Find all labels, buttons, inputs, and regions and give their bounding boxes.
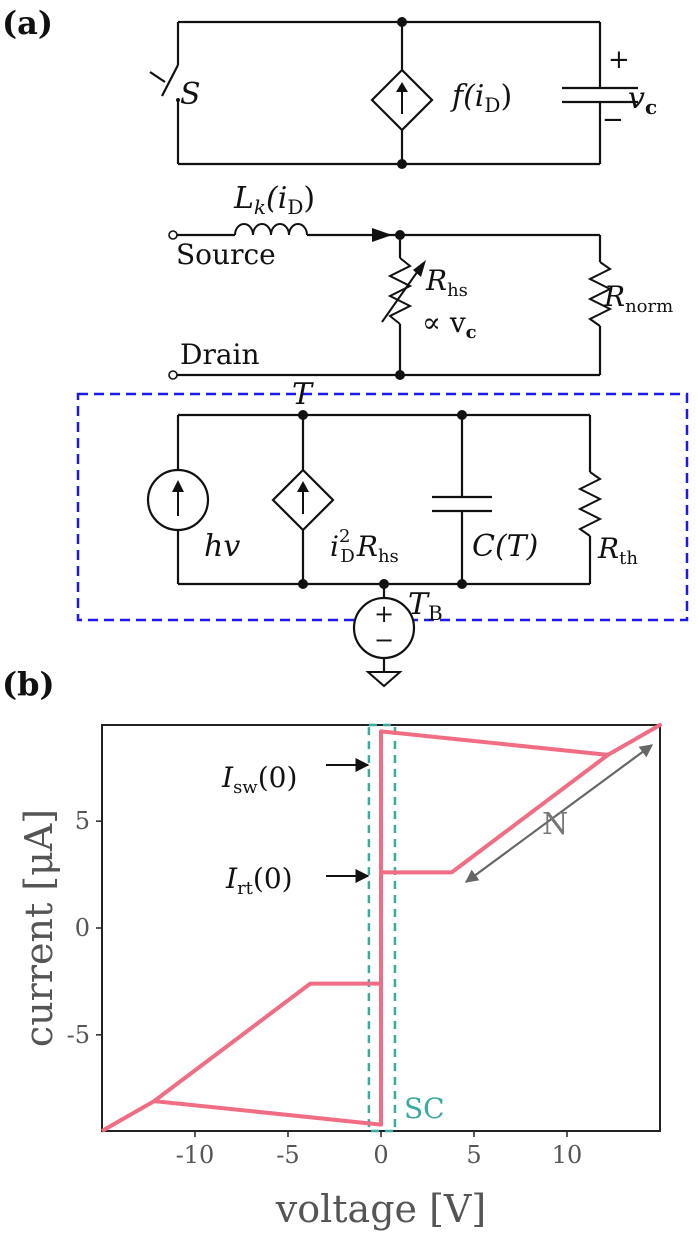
vc-label: vc <box>628 81 657 119</box>
sc-label: SC <box>404 1092 445 1125</box>
rhs-proportional-label: ∝ vc <box>422 306 477 343</box>
TB-label: TB <box>408 587 443 625</box>
iv-chart: -10 -5 0 5 10 -5 0 5 Isw(0) Irt(0) N SC voltag… <box>17 723 662 1231</box>
T-label: T <box>292 377 314 412</box>
source-label: Source <box>176 238 276 271</box>
sc-region <box>367 723 397 1133</box>
y-tick-label: 5 <box>75 807 90 835</box>
rnorm-label: Rnorm <box>603 280 673 317</box>
y-tick-label: -5 <box>67 1021 90 1049</box>
x-ticks: -10 -5 0 5 10 <box>176 1131 583 1169</box>
x-tick-label: 10 <box>552 1141 583 1169</box>
switch-loop: S f(iD) + − vc <box>149 17 657 169</box>
capacitor-icon <box>562 86 638 104</box>
inductor-icon <box>234 223 308 236</box>
drain-label: Drain <box>180 338 260 371</box>
rhs-label: Rhs <box>425 264 468 301</box>
switch-label: S <box>180 77 201 112</box>
switch-icon <box>149 64 180 102</box>
capacitor-plus: + <box>608 45 630 75</box>
x-axis-label: voltage [V] <box>275 1187 486 1231</box>
dependent-current-source-icon <box>370 68 434 132</box>
bath-source-plus: + <box>374 600 394 628</box>
inductor-label: Lk(iD) <box>233 181 315 219</box>
x-tick-label: 5 <box>466 1141 481 1169</box>
ground-icon <box>365 671 403 688</box>
drain-terminal <box>168 370 178 380</box>
iv-curves <box>101 723 662 1133</box>
electrical-circuit: Lk(iD) Source Rhs ∝ vc Rnorm Drain <box>168 181 673 380</box>
current-source-label: f(iD) <box>450 79 512 117</box>
thermal-capacitor-icon <box>432 495 492 513</box>
n-label: N <box>542 807 568 842</box>
variable-resistor-icon <box>381 257 426 325</box>
current-source-icon <box>146 468 210 532</box>
panel-b-label: (b) <box>2 665 55 703</box>
panel-a-label: (a) <box>2 4 53 42</box>
isw-label: Isw(0) <box>221 761 297 798</box>
x-tick-label: -5 <box>276 1141 299 1169</box>
resistor-icon <box>587 261 613 327</box>
irt-label: Irt(0) <box>225 862 293 899</box>
thermal-resistor-icon <box>577 471 603 537</box>
current-direction-arrow <box>372 228 392 242</box>
y-tick-label: 0 <box>75 914 90 942</box>
heat-capacity-label: C(T) <box>472 529 538 564</box>
bath-source-minus: − <box>374 626 394 654</box>
iv-curve <box>101 723 662 1133</box>
y-axis-label: current [μA] <box>17 809 61 1047</box>
capacitor-minus: − <box>602 105 624 135</box>
x-tick-label: 0 <box>373 1141 388 1169</box>
sc-box <box>367 723 397 1133</box>
y-ticks: -5 0 5 <box>67 807 102 1049</box>
dependent-heat-source-icon <box>271 468 335 532</box>
hv-label: hv <box>204 529 240 564</box>
rth-label: Rth <box>597 532 638 569</box>
annotations: Isw(0) Irt(0) N SC <box>221 744 654 1125</box>
normal-state-arrow <box>464 744 654 883</box>
x-tick-label: -10 <box>176 1141 215 1169</box>
